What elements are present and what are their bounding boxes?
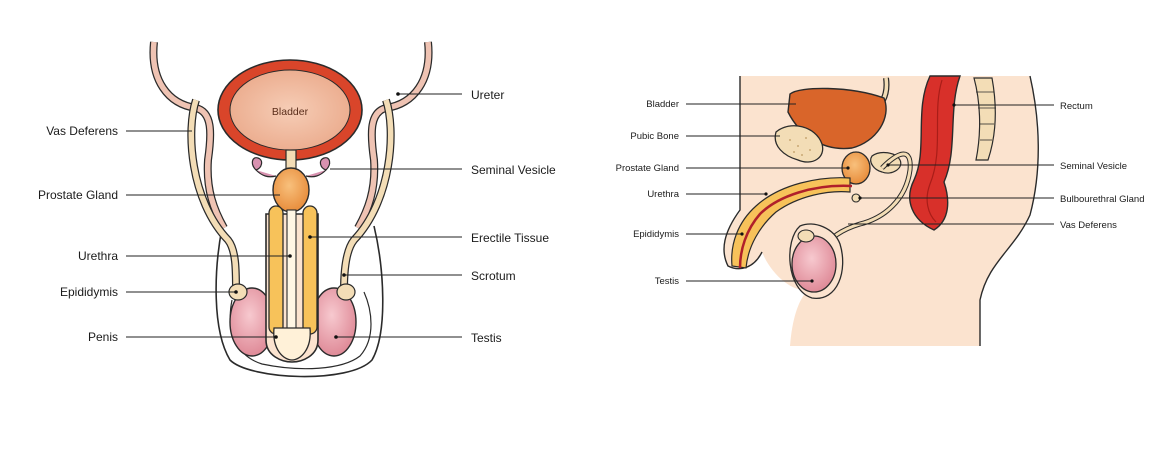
side-testis — [791, 235, 837, 293]
front-scrotum-outline — [215, 225, 384, 378]
front-label-vas-deferens: Vas Deferens — [46, 124, 192, 138]
front-epididymis-right — [336, 283, 356, 301]
front-epididymis-text: Epididymis — [60, 285, 118, 299]
side-label-bladder: Bladder — [646, 99, 796, 110]
front-label-scrotum: Scrotum — [342, 269, 516, 283]
side-testis-text: Testis — [655, 276, 680, 287]
front-view: Bladder Vas Deferens Prostate Gland Uret… — [38, 41, 556, 378]
side-label-vas-deferens: Vas Deferens — [848, 220, 1117, 231]
side-bladder-text: Bladder — [646, 99, 679, 110]
side-label-bulbourethral-gland: Bulbourethral Gland — [858, 194, 1145, 205]
side-pubic-bone — [774, 125, 824, 163]
side-spine — [973, 77, 996, 161]
front-label-urethra: Urethra — [78, 249, 292, 263]
side-bulbourethral-gland-text: Bulbourethral Gland — [1060, 194, 1145, 205]
side-pubic-bone-text: Pubic Bone — [630, 131, 679, 142]
front-label-ureter: Ureter — [396, 88, 504, 102]
front-vas-deferens-text: Vas Deferens — [46, 124, 118, 138]
front-urethra-shaft — [286, 209, 297, 341]
side-urethra — [738, 184, 853, 269]
front-testis-text: Testis — [471, 331, 502, 345]
front-prostate-gland-text: Prostate Gland — [38, 188, 118, 202]
front-scrotum-text: Scrotum — [471, 269, 516, 283]
front-label-epididymis: Epididymis — [60, 285, 238, 299]
front-seminal-vesicle-left — [251, 157, 277, 178]
side-rectum-text: Rectum — [1060, 101, 1093, 112]
side-view: Bladder Pubic Bone Prostate Gland Urethr… — [616, 75, 1145, 346]
front-label-penis: Penis — [88, 330, 278, 344]
front-prostate — [272, 167, 310, 213]
front-label-testis: Testis — [334, 331, 502, 345]
side-label-pubic-bone: Pubic Bone — [630, 131, 780, 142]
front-label-seminal-vesicle: Seminal Vesicle — [330, 163, 556, 177]
front-seminal-vesicle-right — [305, 157, 331, 178]
front-seminal-vesicle-text: Seminal Vesicle — [471, 163, 556, 177]
side-back-outline — [979, 75, 1039, 346]
side-vas-deferens-text: Vas Deferens — [1060, 220, 1117, 231]
side-pubic-bone-texture — [789, 137, 811, 156]
side-urethra-text: Urethra — [647, 189, 679, 200]
front-label-prostate-gland: Prostate Gland — [38, 188, 280, 202]
side-epididymis — [797, 229, 815, 243]
side-label-seminal-vesicle: Seminal Vesicle — [886, 161, 1127, 172]
front-erectile-left — [268, 205, 284, 335]
front-urethra-text: Urethra — [78, 249, 118, 263]
front-ureter-text: Ureter — [471, 88, 504, 102]
side-prostate-gland-text: Prostate Gland — [616, 163, 679, 174]
side-label-prostate-gland: Prostate Gland — [616, 163, 850, 174]
front-label-erectile-tissue: Erectile Tissue — [308, 231, 549, 245]
front-bladder-label: Bladder — [272, 106, 309, 118]
side-seminal-vesicle-text: Seminal Vesicle — [1060, 161, 1127, 172]
side-label-rectum: Rectum — [952, 101, 1093, 112]
side-label-urethra: Urethra — [647, 189, 768, 200]
front-erectile-tissue-text: Erectile Tissue — [471, 231, 549, 245]
side-body-outline — [723, 76, 763, 270]
front-penis-text: Penis — [88, 330, 118, 344]
side-label-epididymis: Epididymis — [633, 229, 744, 240]
side-epididymis-text: Epididymis — [633, 229, 679, 240]
side-rectum — [909, 75, 961, 231]
side-label-testis: Testis — [655, 276, 814, 287]
front-glans — [273, 327, 311, 361]
front-erectile-right — [302, 205, 318, 335]
